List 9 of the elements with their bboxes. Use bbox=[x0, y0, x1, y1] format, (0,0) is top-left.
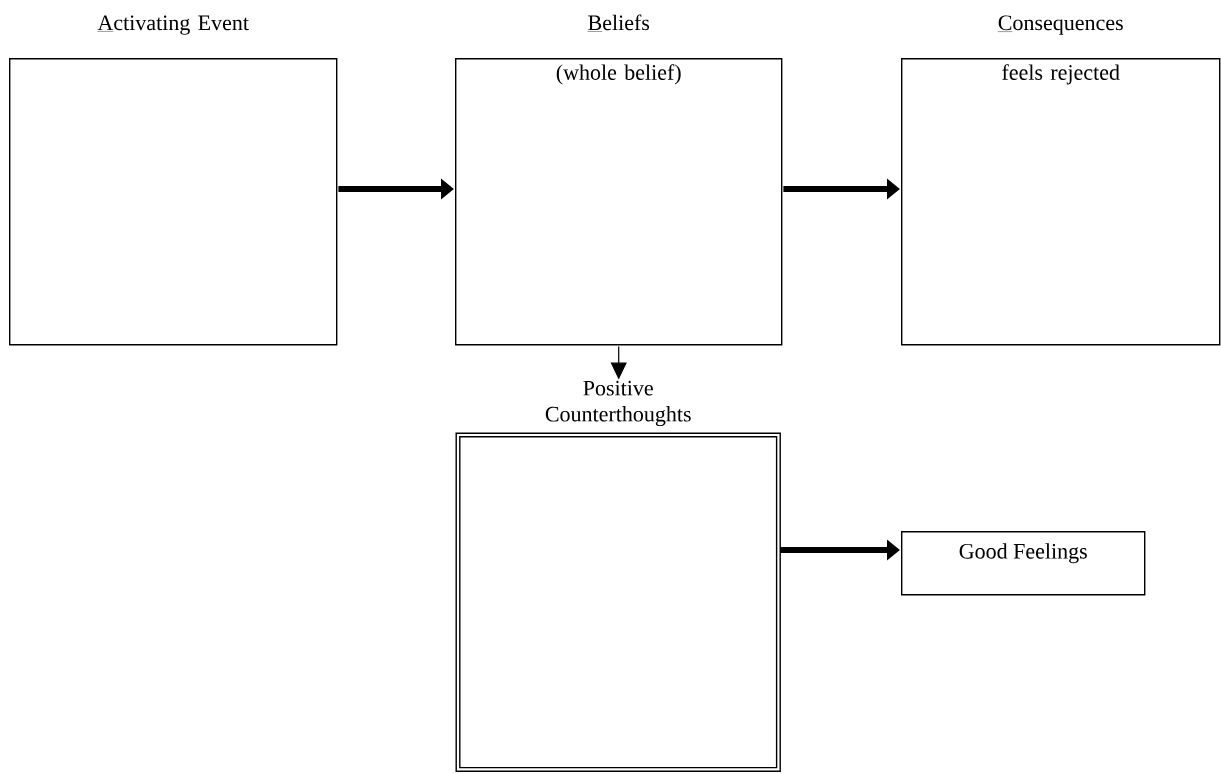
text-box: Consequences feels rejected bbox=[901, 15, 1221, 346]
node-label: Consequences bbox=[998, 15, 1123, 35]
node-label: Positive Counterthoughts bbox=[545, 380, 691, 427]
text-box: Beliefs (whole belief) bbox=[455, 14, 783, 346]
node-label: Activating Event bbox=[97, 15, 249, 35]
node-label: Beliefs bbox=[588, 14, 650, 31]
text-box: Positive Counterthoughts bbox=[455, 380, 781, 772]
text-box: Activating Event bbox=[9, 15, 338, 346]
text-box: Good Feelings bbox=[901, 531, 1146, 596]
